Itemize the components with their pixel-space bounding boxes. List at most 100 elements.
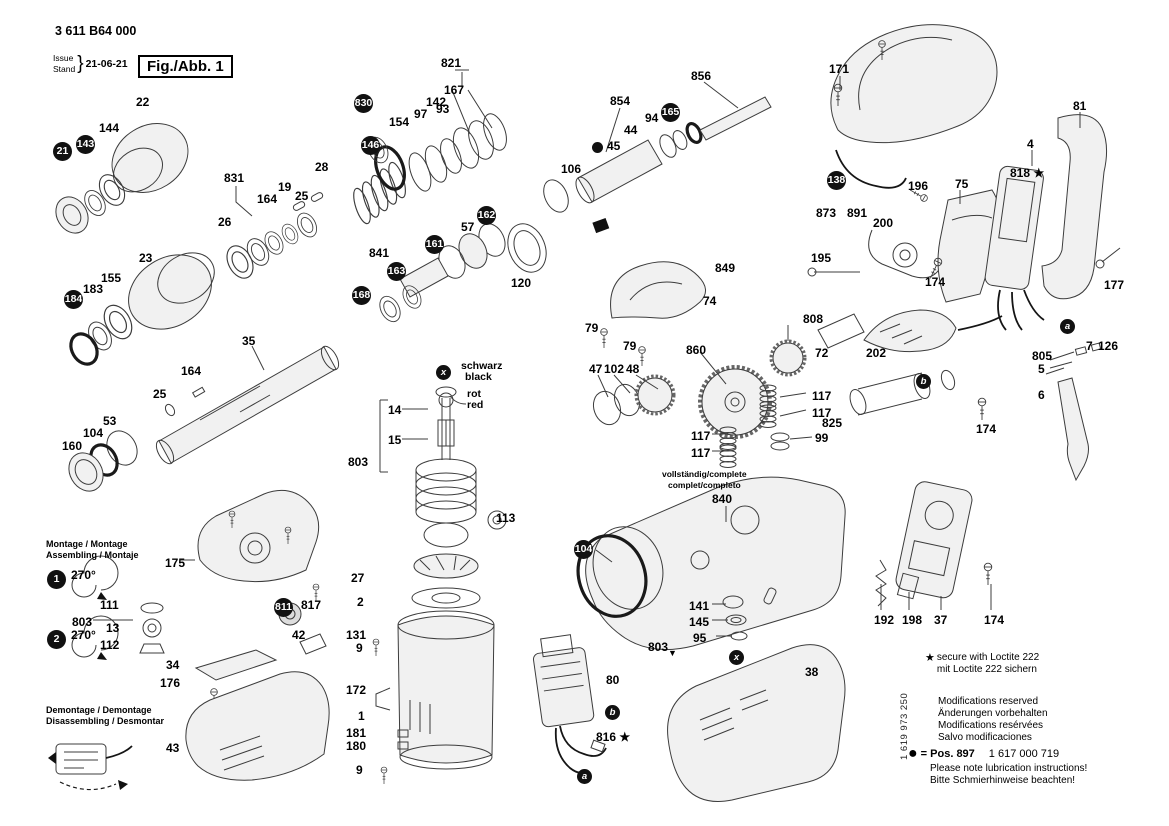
legend-demontage: Demontage / Demontage Disassembling / De…	[46, 705, 164, 727]
part-callout: 99	[815, 431, 829, 445]
part-callout-circled: 184	[64, 290, 83, 309]
part-callout-letter: a	[577, 769, 592, 784]
part-callout: 5	[1038, 362, 1045, 376]
part-callout: 102	[604, 362, 625, 376]
part-callout: 180	[346, 739, 367, 753]
part-callout: 803	[348, 455, 369, 469]
part-callout: 164	[257, 192, 278, 206]
part-callout: 821	[441, 56, 462, 70]
part-callout: 93	[436, 102, 450, 116]
part-callout: 144	[99, 121, 120, 135]
part-callout: 27	[351, 571, 365, 585]
part-callout: 95	[693, 631, 707, 645]
part-callout-letter: b	[605, 705, 620, 720]
part-callout-circled: 162	[477, 206, 496, 225]
pos-label: = Pos. 897	[920, 748, 975, 760]
part-callout: 873	[816, 206, 837, 220]
part-callout: 176	[160, 676, 181, 690]
part-callout: 81	[1073, 99, 1087, 113]
pos-note-line2: Bitte Schmierhinweise beachten!	[930, 775, 1076, 787]
part-callout: 270°	[71, 568, 96, 582]
part-callout: 177	[1104, 278, 1125, 292]
part-callout: 174	[976, 422, 997, 436]
part-callout: 25	[153, 387, 167, 401]
part-callout: 803	[72, 615, 93, 629]
part-callout: 155	[101, 271, 122, 285]
part-callout: black	[465, 371, 492, 383]
part-callout: 854	[610, 94, 631, 108]
part-callout-circled: 163	[387, 262, 406, 281]
part-callout: 42	[292, 628, 306, 642]
note-modifications-es: Salvo modificaciones	[938, 732, 1032, 743]
part-callout-circled: 2	[47, 630, 66, 649]
part-callout: schwarz	[461, 360, 503, 372]
part-callout: 202	[866, 346, 887, 360]
part-callout: 141	[689, 599, 710, 613]
note-loctite: ★ secure with Loctite 222 mit Loctite 22…	[925, 652, 1039, 676]
part-callout: 131	[346, 628, 367, 642]
part-callout: 13	[106, 621, 120, 635]
part-callout: 126	[1098, 339, 1119, 353]
part-callout: 6	[1038, 388, 1045, 402]
legend-demontage-line2: Disassembling / Desmontar	[46, 715, 165, 726]
part-callout: 28	[315, 160, 329, 174]
part-callout: 44	[624, 123, 638, 137]
part-callout: 831	[224, 171, 245, 185]
part-callout: 72	[815, 346, 829, 360]
part-callout-circled: 146	[361, 136, 380, 155]
note-modifications-en: Modifications reserved	[938, 696, 1039, 707]
part-callout-circled: 161	[425, 235, 444, 254]
part-callout: 825	[822, 416, 843, 430]
part-callout: 167	[444, 83, 465, 97]
part-callout: 113	[496, 511, 516, 525]
part-callout: 37	[934, 613, 948, 627]
part-callout: 7	[1086, 339, 1093, 353]
part-callout-letter: x	[436, 365, 451, 380]
part-callout: 15	[388, 433, 402, 447]
part-callout: 117	[691, 446, 711, 460]
issue-date: 21-06-21	[85, 58, 128, 70]
part-callout: 35	[242, 334, 256, 348]
part-callout: 4	[1027, 137, 1034, 151]
part-callout-circled: 21	[53, 142, 72, 161]
part-callout: 171	[829, 62, 850, 76]
part-callout: 849	[715, 261, 736, 275]
part-callout: 53	[103, 414, 117, 428]
part-callout: 97	[414, 107, 428, 121]
issue-label: Issue	[53, 53, 74, 64]
part-callout: 808	[803, 312, 824, 326]
part-callout-circled: 143	[76, 135, 95, 154]
issue-stand: Issue Stand } 21-06-21	[53, 53, 128, 75]
part-callout: 817	[301, 598, 322, 612]
legend-montage-line2: Assembling / Montaje	[46, 549, 139, 560]
part-callout: 841	[369, 246, 390, 260]
part-callout: 79	[585, 321, 599, 335]
part-callout: 142	[426, 95, 447, 109]
part-callout-circled: 1	[47, 570, 66, 589]
figure-label: Fig./Abb. 1	[138, 55, 233, 78]
part-callout: 160	[62, 439, 83, 453]
part-callout: 840	[712, 492, 733, 506]
part-callout: 112	[100, 638, 120, 652]
note-modifications-fr: Modifications resérvées	[938, 720, 1044, 731]
part-callout-circled: 168	[352, 286, 371, 305]
doc-number-vertical: 1 619 973 250	[899, 692, 910, 760]
part-callout: 79	[623, 339, 637, 353]
part-callout: 38	[805, 665, 819, 679]
part-callout: 803	[648, 640, 669, 654]
pos-number: 1 617 000 719	[988, 748, 1060, 760]
star-icon: ★	[925, 652, 935, 664]
part-callout: 891	[847, 206, 868, 220]
part-callout: 270°	[71, 628, 96, 642]
stand-label: Stand	[53, 64, 76, 74]
note-loctite-line1: secure with Loctite 222	[936, 652, 1040, 663]
part-callout: complet/completo	[668, 480, 741, 490]
part-callout: 75	[955, 177, 969, 191]
part-callout-letter: a	[1060, 319, 1075, 334]
part-callout: 145	[689, 615, 710, 629]
part-callout: 805	[1032, 349, 1053, 363]
part-callout: 104	[83, 426, 104, 440]
